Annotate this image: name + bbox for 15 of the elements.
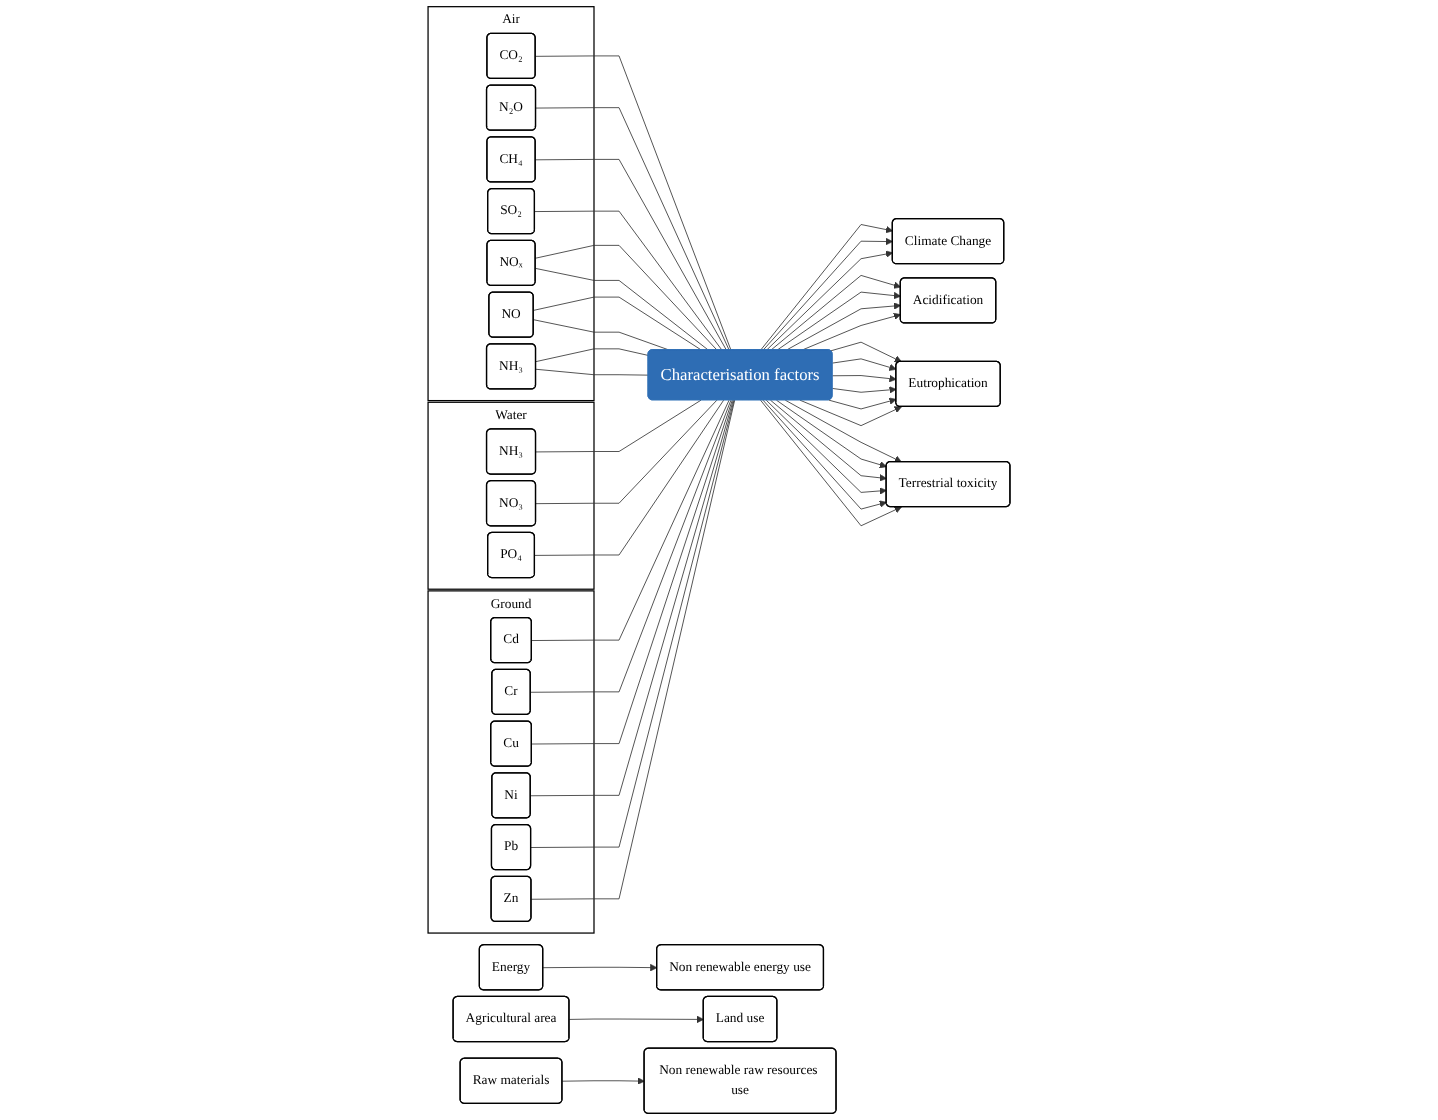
- connector: [535, 244, 718, 351]
- connector: [531, 399, 730, 641]
- connector: [535, 348, 649, 363]
- connector: [533, 296, 702, 351]
- connector: [530, 399, 732, 693]
- connector: [535, 268, 709, 351]
- connector: [535, 368, 649, 376]
- connector: [535, 399, 718, 505]
- connector: [535, 107, 730, 351]
- connector: [535, 55, 732, 351]
- connector: [534, 399, 725, 556]
- connector: [533, 319, 670, 351]
- connector: [535, 399, 702, 453]
- connector: [535, 159, 727, 351]
- connector: [534, 210, 723, 351]
